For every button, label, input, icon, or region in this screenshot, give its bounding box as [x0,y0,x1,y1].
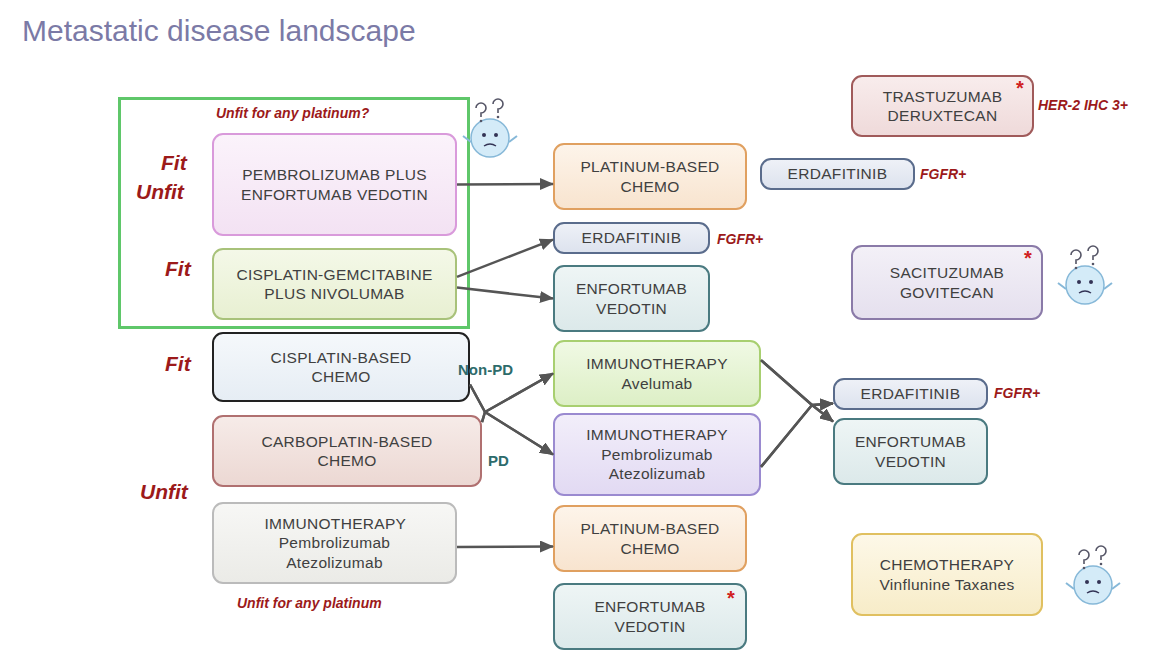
treatment-box: CISPLATIN-BASED CHEMO [212,332,470,402]
box-text: TRASTUZUMAB DERUXTECAN [863,87,1023,126]
frame-heading: Unfit for any platinum? [216,105,369,121]
box-text: CISPLATIN-GEMCITABINE PLUS NIVOLUMAB [225,265,445,304]
treatment-box: ENFORTUMAB VEDOTIN [553,583,747,650]
arrow-connector [482,374,553,423]
treatment-box: ERDAFITINIB [553,222,710,254]
box-text: PLATINUM-BASED CHEMO [565,157,735,196]
treatment-box: IMMUNOTHERAPYPembrolizumab Atezolizumab [212,502,457,584]
box-text: ENFORTUMAB VEDOTIN [580,597,720,636]
treatment-box: PLATINUM-BASED CHEMO [553,143,747,210]
edge-label: PD [488,452,509,469]
treatment-box: ERDAFITINIB [760,158,915,190]
box-text: ENFORTUMAB VEDOTIN [562,279,702,318]
treatment-box: PLATINUM-BASED CHEMO [553,505,747,572]
treatment-box: PEMBROLIZUMAB PLUS ENFORTUMAB VEDOTIN [212,133,457,236]
box-text: IMMUNOTHERAPY [586,354,728,373]
box-subtext: Pembrolizumab Atezolizumab [265,533,405,572]
box-text: IMMUNOTHERAPY [586,425,728,444]
annotation: FGFR+ [717,231,763,247]
group-frame: Unfit for any platinum? PEMBROLIZUMAB PLU… [118,97,470,329]
fitness-label: Fit [165,352,191,376]
box-text: SACITUZUMAB GOVITECAN [862,263,1032,302]
arrow-connector [457,240,553,277]
slide-title: Metastatic disease landscape [22,14,416,48]
box-text: ENFORTUMAB VEDOTIN [841,432,981,471]
treatment-box: TRASTUZUMAB DERUXTECAN [851,75,1034,137]
treatment-box: CHEMOTHERAPYVinflunine Taxanes [851,533,1043,616]
treatment-box: CISPLATIN-GEMCITABINE PLUS NIVOLUMAB [212,248,457,320]
fitness-label: Unfit [136,180,184,204]
treatment-box: IMMUNOTHERAPYAvelumab [553,340,761,407]
annotation: FGFR+ [920,166,966,182]
arrow-connector [482,412,553,455]
footnote-star: * [1024,247,1032,270]
box-subtext: Avelumab [621,374,692,393]
box-text: CHEMOTHERAPY [880,555,1015,574]
treatment-box: ENFORTUMAB VEDOTIN [553,265,710,332]
footnote-star: * [1016,77,1024,100]
arrow-connector [457,288,553,299]
annotation: FGFR+ [994,385,1040,401]
treatment-box: IMMUNOTHERAPYPembrolizumab Atezolizumab [553,413,761,496]
box-text: ERDAFITINIB [788,164,888,183]
treatment-box: ENFORTUMAB VEDOTIN [833,418,988,485]
box-text: PLATINUM-BASED CHEMO [565,519,735,558]
box-text: PEMBROLIZUMAB PLUS ENFORTUMAB VEDOTIN [240,165,430,204]
arrow-connector [470,374,553,413]
box-text: ERDAFITINIB [861,384,961,403]
annotation: Unfit for any platinum [237,595,382,611]
box-text: CISPLATIN-BASED CHEMO [261,348,421,387]
box-text: CARBOPLATIN-BASED CHEMO [257,432,437,471]
arrow-connector [457,545,553,548]
box-text: IMMUNOTHERAPY [265,514,405,533]
footnote-star: * [727,587,735,610]
arrow-connector [457,183,553,186]
box-text: ERDAFITINIB [582,228,682,247]
edge-label: Non-PD [458,361,513,378]
arrow-connector [761,404,833,467]
treatment-box: CARBOPLATIN-BASED CHEMO [212,415,482,487]
treatment-box: ERDAFITINIB [833,378,988,410]
annotation: HER-2 IHC 3+ [1038,97,1128,113]
fitness-label: Fit [161,151,187,175]
fitness-label: Fit [165,257,191,281]
arrow-connector [470,385,553,455]
confused-figure [1066,546,1120,604]
arrow-connector [761,405,833,467]
treatment-box: SACITUZUMAB GOVITECAN [851,245,1043,320]
confused-figure [463,99,517,157]
fitness-label: Unfit [140,480,188,504]
confused-figure [1058,246,1112,304]
box-subtext: Vinflunine Taxanes [880,575,1015,594]
box-subtext: Pembrolizumab Atezolizumab [582,445,732,484]
arrow-connector [761,360,833,405]
arrow-connector [761,360,833,421]
